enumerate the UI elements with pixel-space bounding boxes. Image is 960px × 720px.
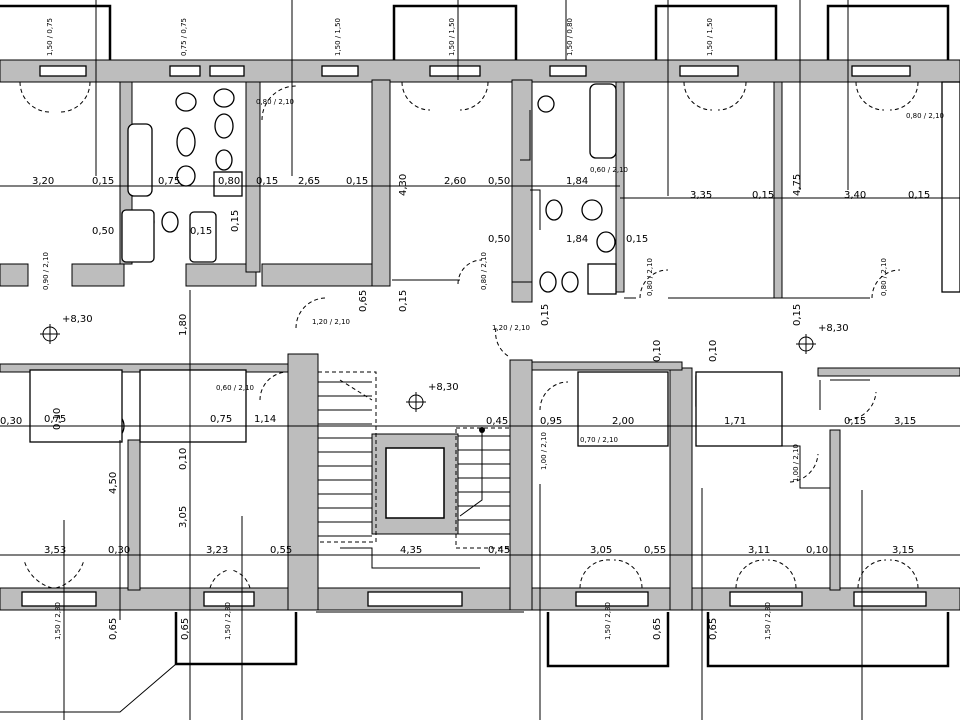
opening-label: 1,00 / 2,10 (540, 432, 548, 470)
dimension-label: 3,15 (894, 416, 916, 427)
dimension-label: 0,45 (488, 545, 510, 556)
dimension-label: 0,65 (708, 618, 719, 640)
opening-label: 1,20 / 2,10 (312, 318, 350, 326)
dimension-label: 0,80 (218, 176, 240, 187)
room-outlines (63, 110, 870, 720)
opening-label: 1,50 / 0,80 (566, 18, 574, 56)
opening-label: 1,50 / 0,75 (46, 18, 54, 56)
dimension-label: 0,45 (486, 416, 508, 427)
dimension-label: 0,10 (178, 448, 189, 470)
opening-label: 1,50 / 2,30 (224, 602, 232, 640)
dimension-label: 0,15 (908, 190, 930, 201)
dimension-label: 0,15 (92, 176, 114, 187)
dimension-label: 0,65 (180, 618, 191, 640)
opening-label: 0,90 / 2,10 (42, 252, 50, 290)
dimension-label: 0,30 (108, 545, 130, 556)
dimension-label: 0,50 (92, 226, 114, 237)
dimension-label: 0,15 (190, 226, 212, 237)
dimension-label: 0,65 (358, 290, 369, 312)
dimension-label: 0,15 (626, 234, 648, 245)
opening-label: 1,50 / 1,50 (334, 18, 342, 56)
dimension-label: 4,35 (400, 545, 422, 556)
dimension-label: 1,84 (566, 176, 588, 187)
dimension-label: 1,84 (566, 234, 588, 245)
dimension-label: 0,30 (0, 416, 22, 427)
dimension-label: 3,05 (590, 545, 612, 556)
opening-label: 1,50 / 2,30 (764, 602, 772, 640)
dimension-label: 0,15 (540, 304, 551, 326)
dimension-label: 2,60 (444, 176, 466, 187)
opening-label: 0,80 / 2,10 (880, 258, 888, 296)
opening-label: 1,50 / 2,30 (54, 602, 62, 640)
dimension-label: 0,65 (108, 618, 119, 640)
opening-label: 0,80 / 2,10 (480, 252, 488, 290)
dimension-label: 1,14 (254, 414, 276, 425)
dimension-label: 0,50 (488, 234, 510, 245)
dimension-label: 4,30 (398, 174, 409, 196)
dimension-label: 0,75 (44, 414, 66, 425)
dimension-label: 0,75 (210, 414, 232, 425)
dimension-label: 0,15 (844, 416, 866, 427)
opening-label: 0,60 / 2,10 (590, 166, 628, 174)
dimension-label: 0,10 (652, 340, 663, 362)
dimension-label: 0,10 (708, 340, 719, 362)
dimension-label: 3,15 (892, 545, 914, 556)
dimension-label: 3,35 (690, 190, 712, 201)
dimension-label: 3,20 (32, 176, 54, 187)
dimension-label: 0,15 (256, 176, 278, 187)
dimension-label: 0,75 (158, 176, 180, 187)
level-mark: +8,30 (818, 323, 849, 334)
dimension-label: 0,10 (806, 545, 828, 556)
dimension-label: 0,55 (644, 545, 666, 556)
opening-label: 1,00 / 2,10 (792, 444, 800, 482)
dimension-label: 3,23 (206, 545, 228, 556)
dimension-label: 3,40 (844, 190, 866, 201)
dimension-label: 0,15 (792, 304, 803, 326)
level-symbols (40, 324, 816, 412)
sanitary-fixtures (29, 81, 960, 447)
balconies (0, 4, 950, 713)
dimension-label: 0,15 (346, 176, 368, 187)
dimension-label: 0,15 (398, 290, 409, 312)
level-mark: +8,30 (428, 382, 459, 393)
opening-label: 1,50 / 1,50 (448, 18, 456, 56)
dimension-label: 4,75 (792, 174, 803, 196)
dimension-label: 3,05 (178, 506, 189, 528)
dimension-label: 2,00 (612, 416, 634, 427)
dimension-label: 3,53 (44, 545, 66, 556)
level-mark: +8,30 (62, 314, 93, 325)
dimension-label: 0,15 (230, 210, 241, 232)
dimension-label: 2,65 (298, 176, 320, 187)
dimension-label: 0,95 (540, 416, 562, 427)
dimension-label: 0,15 (752, 190, 774, 201)
door-swings (19, 81, 919, 589)
opening-label: 0,70 / 2,10 (580, 436, 618, 444)
dimension-label: 4,50 (108, 472, 119, 494)
opening-label: 0,60 / 2,10 (216, 384, 254, 392)
opening-label: 0,80 / 2,10 (256, 98, 294, 106)
windows (21, 65, 927, 607)
opening-label: 0,80 / 2,10 (906, 112, 944, 120)
dimension-label: 3,11 (748, 545, 770, 556)
opening-label: 1,50 / 1,50 (706, 18, 714, 56)
dimension-label: 0,10 (52, 408, 63, 430)
opening-label: 1,20 / 2,10 (492, 324, 530, 332)
stair (317, 371, 511, 569)
dimension-label: 0,50 (488, 176, 510, 187)
opening-label: 0,80 / 2,10 (646, 258, 654, 296)
dimension-label: 0,55 (270, 545, 292, 556)
dimension-label: 1,71 (724, 416, 746, 427)
dimension-label: 0,65 (652, 618, 663, 640)
opening-label: 1,50 / 2,30 (604, 602, 612, 640)
dimension-label: 1,80 (178, 314, 189, 336)
opening-label: 0,75 / 0,75 (180, 18, 188, 56)
